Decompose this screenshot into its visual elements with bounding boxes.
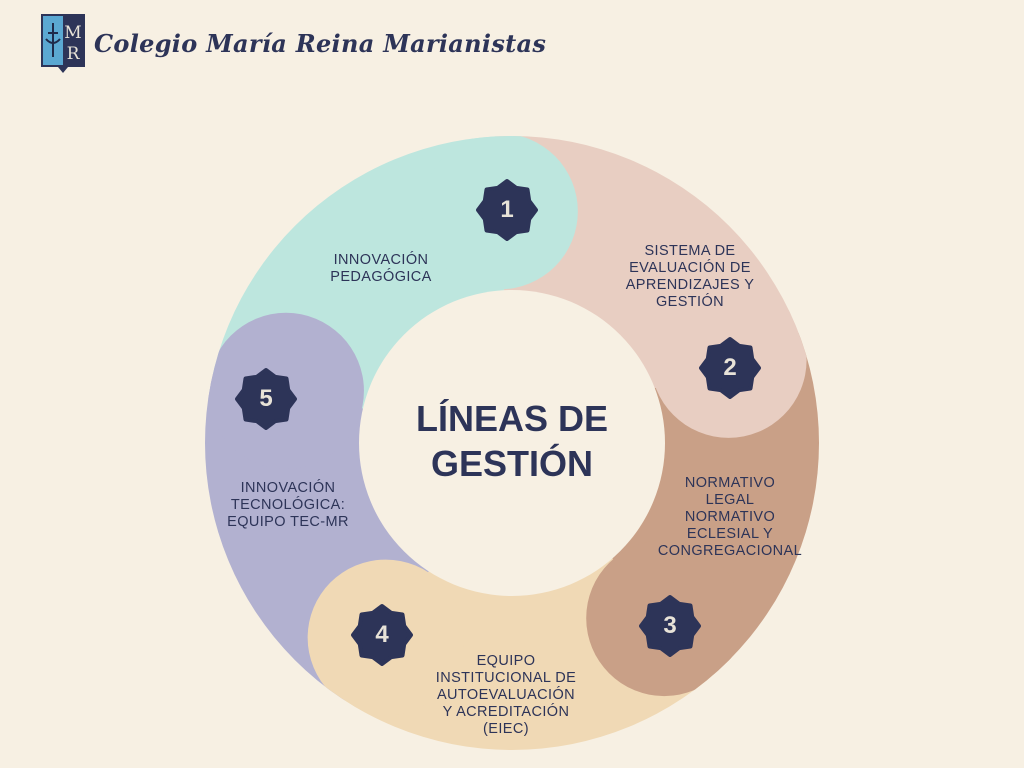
badge-star-icon <box>639 595 701 657</box>
label-line: AUTOEVALUACIÓN <box>436 687 575 703</box>
badge-number-2: 2 <box>723 354 737 381</box>
center-title-line2: GESTIÓN <box>430 443 594 484</box>
label-line: CONGREGACIONAL <box>657 543 803 559</box>
label-line: INNOVACIÓN <box>240 480 336 496</box>
label-line: INNOVACIÓN <box>333 252 429 268</box>
svg-text:M: M <box>64 23 81 43</box>
badge-number-1: 1 <box>500 196 514 223</box>
label-line: NORMATIVO <box>684 475 776 491</box>
label-line: INSTITUCIONAL DE <box>435 670 577 686</box>
svg-text:R: R <box>67 44 81 64</box>
label-line: SISTEMA DE <box>644 243 736 259</box>
badge-number-5: 5 <box>259 385 273 412</box>
school-logo: M R Colegio María Reina Marianistas <box>40 13 546 73</box>
badge-star-icon <box>476 179 538 241</box>
label-line: (EIEC) <box>483 721 529 737</box>
label-line: PEDAGÓGICA <box>330 269 432 285</box>
label-line: EQUIPO <box>476 653 536 669</box>
badge-star-icon <box>351 604 413 666</box>
shield-logo-icon: M R <box>40 13 86 73</box>
label-line: EQUIPO TEC-MR <box>227 514 349 530</box>
center-circle <box>359 290 665 596</box>
badge-number-3: 3 <box>663 612 677 639</box>
label-line: TECNOLÓGICA: <box>230 497 346 513</box>
label-line: EVALUACIÓN DE <box>629 260 751 276</box>
center-title: LÍNEAS DE GESTIÓN <box>416 396 608 486</box>
label-line: APRENDIZAJES Y <box>625 277 755 293</box>
badge-star-icon <box>235 368 297 430</box>
center-title-line1: LÍNEAS DE <box>415 398 609 439</box>
label-line: NORMATIVO <box>684 509 776 525</box>
label-line: GESTIÓN <box>655 294 725 310</box>
label-line: LEGAL <box>705 492 755 508</box>
label-line: Y ACREDITACIÓN <box>442 704 570 720</box>
badge-number-4: 4 <box>375 621 389 648</box>
badge-star-icon <box>699 337 761 399</box>
school-name: Colegio María Reina Marianistas <box>94 28 547 58</box>
label-line: ECLESIAL Y <box>686 526 774 542</box>
